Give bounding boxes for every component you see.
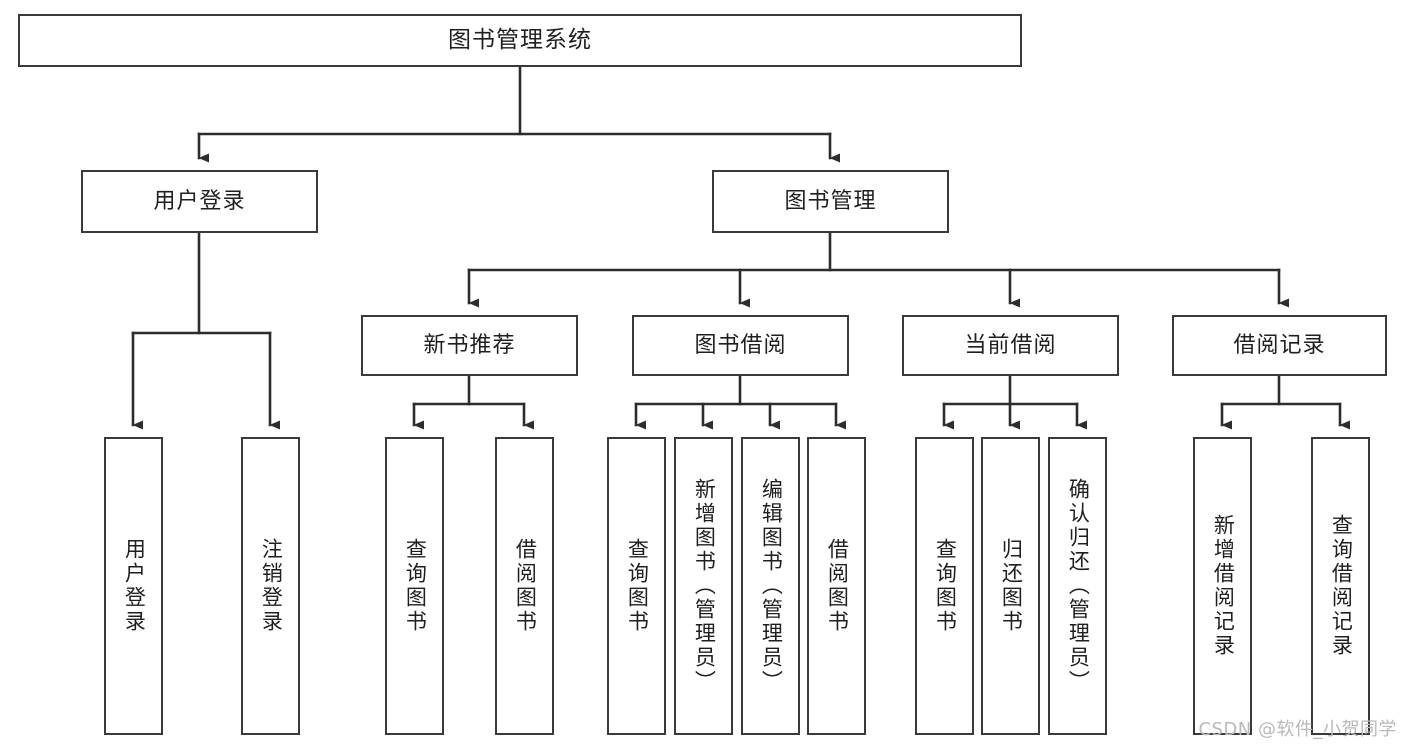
leaf-user-login-logout-label: 注销登录 (259, 538, 284, 634)
node-book-borrow-label: 图书借阅 (694, 332, 787, 358)
node-root-label: 图书管理系统 (448, 27, 592, 54)
leaf-user-login-login-label: 用户登录 (122, 538, 147, 634)
leaf-new-book-query[interactable]: 查询图书 (385, 437, 444, 735)
node-book-management[interactable]: 图书管理 (712, 170, 949, 233)
leaf-current-borrow-confirm-label: 确认归还（管理员） (1066, 478, 1091, 694)
node-root-system[interactable]: 图书管理系统 (18, 14, 1022, 67)
leaf-new-book-query-label: 查询图书 (403, 538, 428, 634)
leaf-book-borrow-query-label: 查询图书 (625, 538, 650, 634)
leaf-new-book-borrow[interactable]: 借阅图书 (495, 437, 554, 735)
leaf-book-borrow-add-label: 新增图书（管理员） (692, 478, 717, 694)
node-book-management-label: 图书管理 (784, 188, 877, 214)
node-borrow-record[interactable]: 借阅记录 (1172, 315, 1387, 376)
node-current-borrow[interactable]: 当前借阅 (902, 315, 1119, 376)
leaf-current-borrow-confirm[interactable]: 确认归还（管理员） (1048, 437, 1107, 735)
node-user-login-label: 用户登录 (153, 188, 246, 214)
leaf-user-login-login[interactable]: 用户登录 (104, 437, 163, 735)
leaf-borrow-record-add-label: 新增借阅记录 (1211, 514, 1236, 658)
node-new-book-recommend-label: 新书推荐 (423, 332, 516, 358)
leaf-book-borrow-query[interactable]: 查询图书 (607, 437, 666, 735)
leaf-book-borrow-edit[interactable]: 编辑图书（管理员） (741, 437, 800, 735)
leaf-book-borrow-borrow-label: 借阅图书 (825, 538, 850, 634)
leaf-borrow-record-add[interactable]: 新增借阅记录 (1193, 437, 1252, 735)
leaf-borrow-record-query-label: 查询借阅记录 (1329, 514, 1354, 658)
node-user-login[interactable]: 用户登录 (81, 170, 318, 233)
node-book-borrow[interactable]: 图书借阅 (632, 315, 849, 376)
leaf-current-borrow-query[interactable]: 查询图书 (915, 437, 974, 735)
node-borrow-record-label: 借阅记录 (1233, 332, 1326, 358)
watermark-text: CSDN @软件_小贺同学 (1198, 719, 1397, 740)
leaf-user-login-logout[interactable]: 注销登录 (241, 437, 300, 735)
node-current-borrow-label: 当前借阅 (964, 332, 1057, 358)
leaf-current-borrow-return[interactable]: 归还图书 (981, 437, 1040, 735)
leaf-current-borrow-query-label: 查询图书 (933, 538, 958, 634)
leaf-book-borrow-borrow[interactable]: 借阅图书 (807, 437, 866, 735)
node-new-book-recommend[interactable]: 新书推荐 (361, 315, 578, 376)
leaf-borrow-record-query[interactable]: 查询借阅记录 (1311, 437, 1370, 735)
leaf-book-borrow-add[interactable]: 新增图书（管理员） (674, 437, 733, 735)
leaf-current-borrow-return-label: 归还图书 (999, 538, 1024, 634)
leaf-book-borrow-edit-label: 编辑图书（管理员） (759, 478, 784, 694)
leaf-new-book-borrow-label: 借阅图书 (513, 538, 538, 634)
